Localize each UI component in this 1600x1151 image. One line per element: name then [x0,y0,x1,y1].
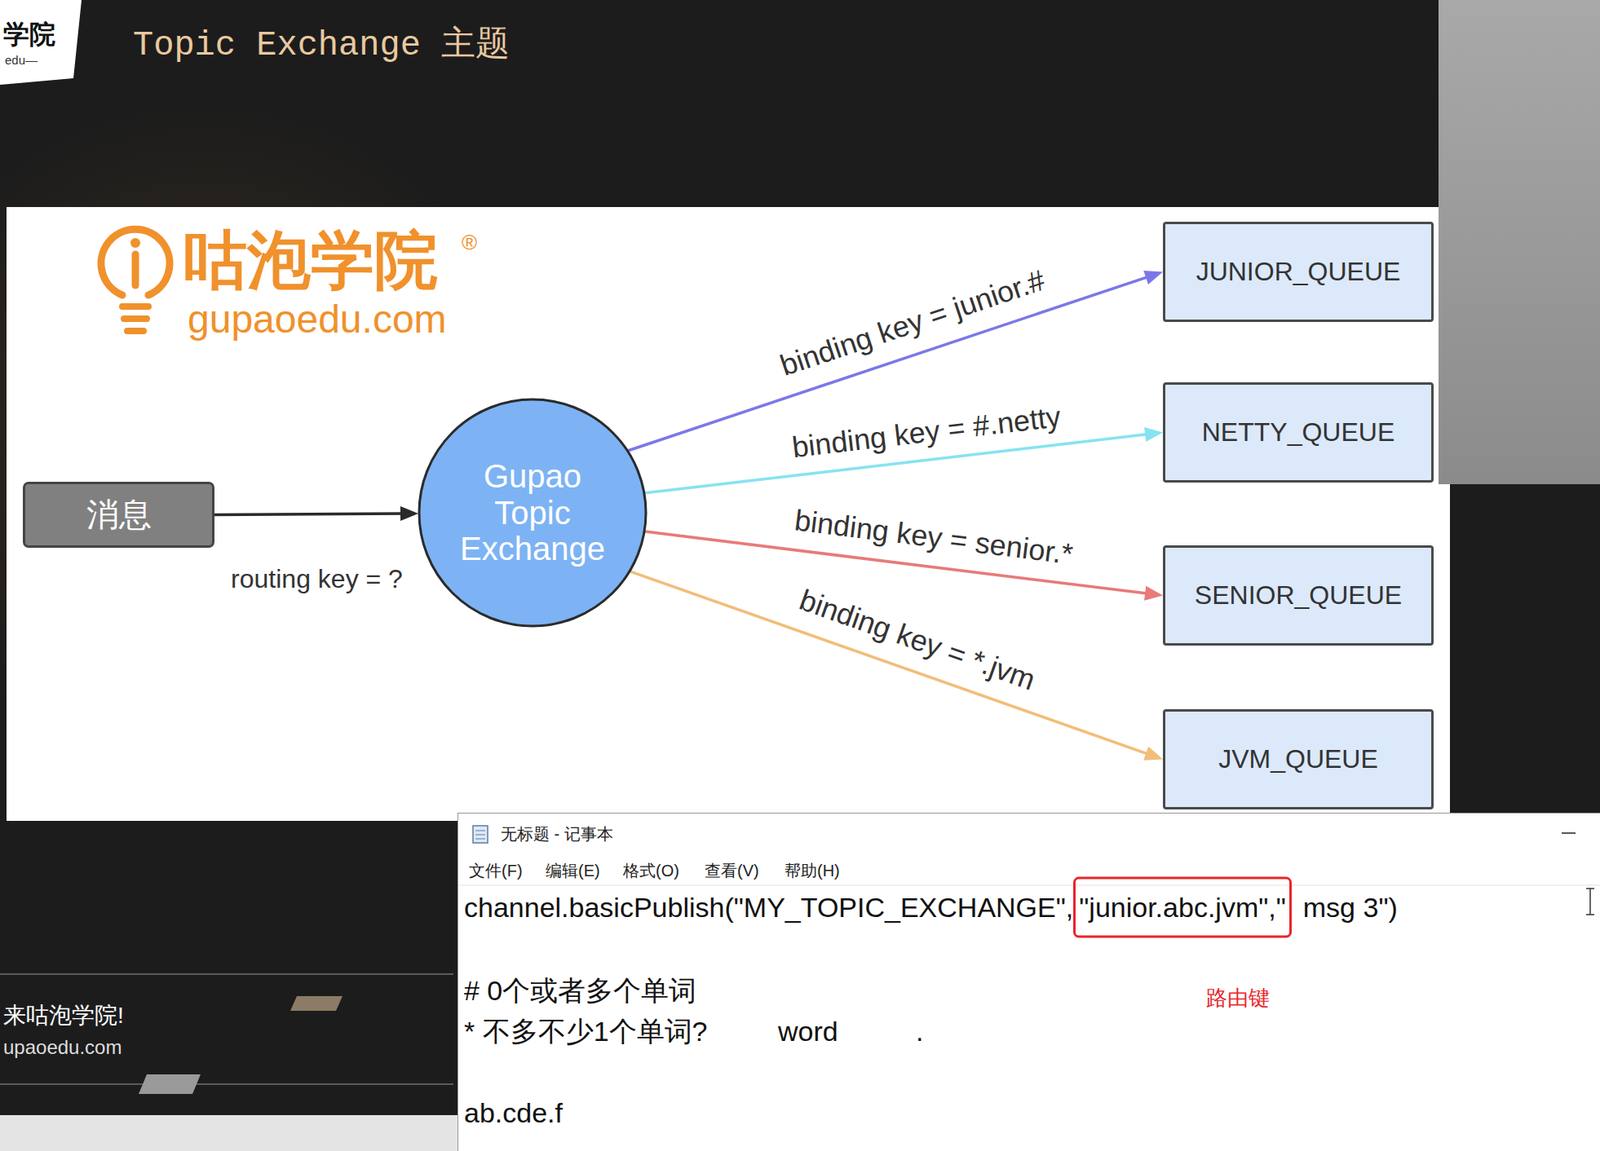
note-word: word [777,1015,839,1049]
bulb-stem [132,254,140,286]
logo-text: 学院 [3,18,56,50]
footer-rule [0,973,454,976]
node-text: JUNIOR_QUEUE [1196,257,1402,288]
code-text: msg 3") [1303,891,1398,925]
bulb-base [127,327,144,335]
minimize-button [1561,832,1576,835]
footer-url: upaoedu.com [3,1036,122,1061]
arrow-head [1143,746,1163,761]
bulb-dot [130,238,141,248]
connector [630,571,1163,761]
menu-separator [458,885,1600,887]
node-text: NETTY_QUEUE [1202,418,1395,448]
slide-title: Topic Exchange 主题 [132,20,510,67]
text-cursor [1586,888,1595,890]
footer-text: 来咕泡学院! [3,1002,124,1030]
footer-band [0,1115,459,1151]
webcam-panel [1438,0,1600,485]
connector-line [214,513,404,515]
bulb-outline [101,229,170,296]
brand-name: 咕泡学院 [183,222,438,300]
text-cursor [1589,888,1592,915]
logo-tab-shape [0,0,82,85]
circle-shape [419,399,646,627]
queue-box: SENIOR_QUEUE [1162,545,1434,646]
menu-item: 格式(O) [623,861,680,881]
notepad-icon [472,826,488,844]
queue-box: NETTY_QUEUE [1162,382,1434,483]
logo-subtext: edu— [4,53,38,68]
footer-parallelogram [290,996,343,1012]
brand-url: gupaoedu.com [187,296,447,344]
registered-mark: ® [461,229,478,256]
text-cursor [1586,914,1595,916]
exchange-circle: Gupao Topic Exchange [417,397,648,628]
notepad-icon-line [475,835,486,836]
footer-parallelogram [138,1074,201,1095]
note-line: ab.cde.f [464,1096,563,1131]
annotation: 路由键 [1206,985,1270,1012]
note-line: # 0个或者多个单词 [464,974,697,1008]
note-word: . [915,1015,924,1049]
notepad-window: channel.basicPublish("MY_TOPIC_EXCHANGE"… [457,813,1600,1151]
code-text: channel.basicPublish("MY_TOPIC_EXCHANGE"… [464,891,1074,925]
bulb-base [122,303,149,310]
node-text: 消息 [86,496,152,534]
queue-box: JVM_QUEUE [1162,709,1434,810]
connector [214,506,419,522]
menu-item: 编辑(E) [545,861,601,881]
arrow-head [1144,427,1163,442]
node-text: SENIOR_QUEUE [1194,581,1402,611]
window-title: 无标题 - 记事本 [500,824,614,845]
arrow-head [400,506,419,522]
menu-item: 帮助(H) [784,861,840,881]
edge-label: routing key = ? [229,565,405,594]
note-line: * 不多不少1个单词? [464,1015,708,1049]
queue-box: JUNIOR_QUEUE [1162,221,1434,323]
arrow-head [1144,586,1163,602]
notepad-icon-line [475,830,486,832]
menu-item: 查看(V) [704,861,760,881]
menu-item: 文件(F) [468,861,523,881]
code-line: channel.basicPublish("MY_TOPIC_EXCHANGE"… [464,877,1398,939]
connector-line [630,571,1150,756]
node-text: Gupao Topic Exchange [446,458,619,568]
footer-rule [0,1083,454,1086]
message-box: 消息 [22,481,215,549]
notepad-icon-line [475,839,486,840]
node-text: JVM_QUEUE [1218,745,1379,775]
bulb-base [123,315,147,323]
arrow-head [1143,270,1163,285]
code-text: "junior.abc.jvm"," [1073,877,1292,939]
